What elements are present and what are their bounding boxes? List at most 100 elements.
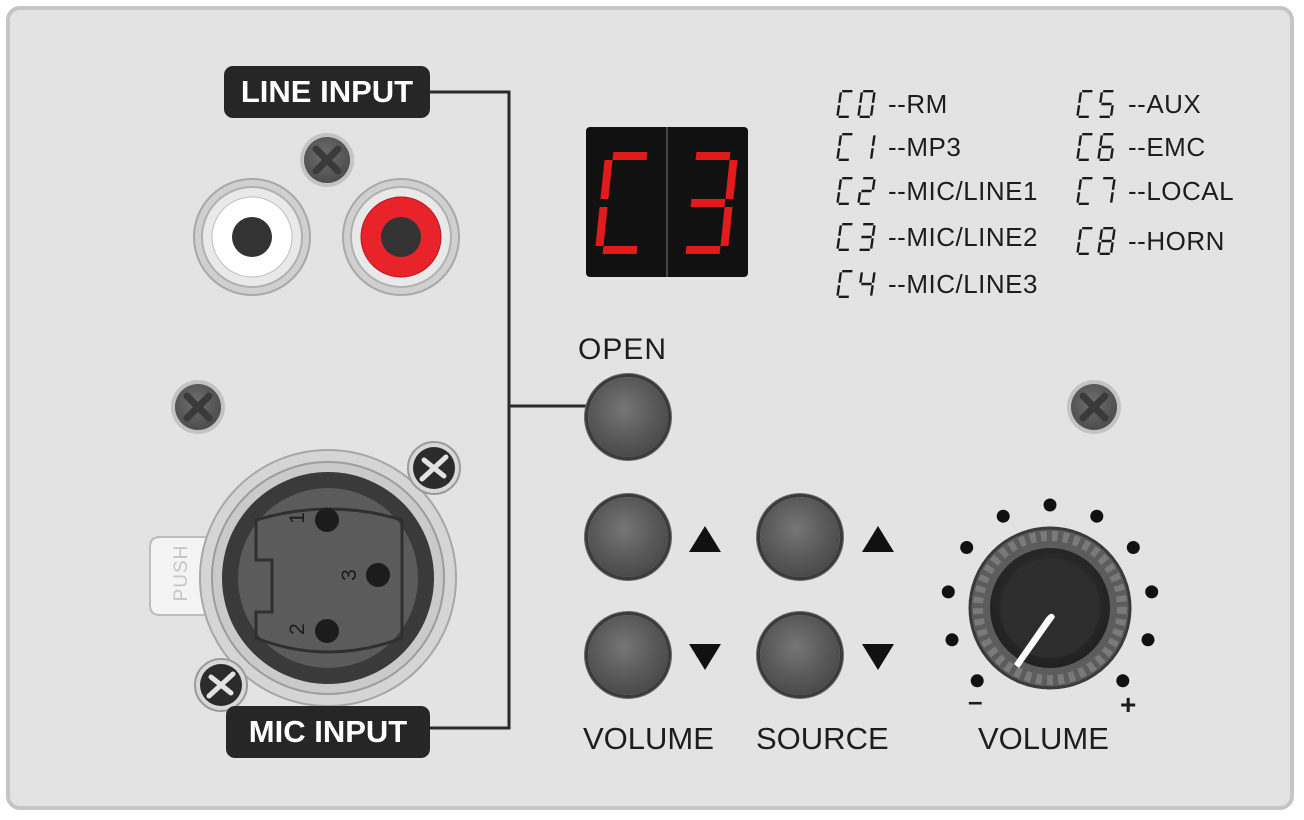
segment bbox=[600, 160, 613, 199]
segment bbox=[1082, 90, 1093, 93]
segment bbox=[690, 199, 726, 207]
segment bbox=[1109, 192, 1114, 203]
segment bbox=[859, 115, 870, 118]
mic-input-tag: MIC INPUT bbox=[226, 706, 430, 758]
segment bbox=[1111, 179, 1116, 190]
xlr-push-latch[interactable] bbox=[149, 536, 211, 616]
segment bbox=[863, 90, 874, 93]
legend-code-c6-d bbox=[1097, 133, 1114, 162]
legend-item-c4: --MIC/LINE3 bbox=[888, 266, 1038, 302]
segment bbox=[842, 133, 853, 136]
segment bbox=[838, 115, 849, 118]
legend-text: --EMC bbox=[1128, 131, 1206, 162]
rca-right-jack[interactable] bbox=[342, 178, 460, 296]
rca-left-jack[interactable] bbox=[193, 178, 311, 296]
segment bbox=[1078, 179, 1083, 190]
segment bbox=[857, 105, 862, 116]
volume-buttons-label: VOLUME bbox=[583, 721, 714, 756]
source-up-button[interactable] bbox=[760, 497, 840, 577]
legend-item-c8: --HORN bbox=[1128, 223, 1225, 259]
segment bbox=[1103, 90, 1114, 93]
signal-line bbox=[428, 90, 511, 730]
segment bbox=[1099, 92, 1104, 103]
segment bbox=[1099, 229, 1104, 240]
knob-scale-dot bbox=[941, 585, 955, 599]
segment bbox=[1109, 148, 1114, 159]
legend-code-c5-d bbox=[1099, 90, 1114, 118]
open-label: OPEN bbox=[578, 333, 668, 366]
segment bbox=[838, 92, 843, 103]
volume-knob[interactable] bbox=[968, 526, 1132, 690]
segment bbox=[1078, 135, 1083, 146]
knob-scale-dots bbox=[941, 498, 1159, 688]
screw-left-icon bbox=[171, 380, 225, 434]
segment bbox=[1097, 242, 1102, 253]
knob-scale-dot bbox=[996, 509, 1010, 523]
knob-scale-dot bbox=[970, 674, 984, 688]
legend-code-c0-d bbox=[857, 90, 876, 118]
legend-code-c2-c bbox=[836, 177, 853, 206]
segment bbox=[1111, 229, 1116, 240]
display-digit-2 bbox=[685, 152, 738, 254]
knob-scale-dot bbox=[945, 633, 959, 647]
segment bbox=[602, 246, 638, 254]
legend-item-c3: --MIC/LINE2 bbox=[888, 219, 1038, 255]
segment bbox=[838, 179, 843, 190]
segment bbox=[838, 225, 843, 236]
segment bbox=[842, 90, 853, 93]
segment bbox=[838, 202, 849, 206]
legend-item-c2: --MIC/LINE1 bbox=[888, 173, 1038, 209]
knob-max-label: + bbox=[1120, 689, 1137, 720]
segment bbox=[685, 246, 721, 254]
segment bbox=[695, 152, 731, 160]
open-button[interactable] bbox=[588, 377, 668, 457]
segment bbox=[871, 272, 876, 283]
legend-code-c7-c bbox=[1076, 177, 1093, 206]
xlr-mic-jack[interactable] bbox=[199, 449, 457, 707]
legend-text: --MIC/LINE2 bbox=[888, 221, 1038, 252]
legend-code-c5-c bbox=[1076, 90, 1093, 118]
segment bbox=[1076, 192, 1081, 203]
segment bbox=[838, 158, 849, 162]
legend-text: --AUX bbox=[1128, 88, 1202, 119]
segment bbox=[1109, 242, 1114, 253]
legend-code-c3-d bbox=[859, 223, 876, 252]
segment bbox=[612, 152, 648, 160]
xlr-pin2-label: 2 bbox=[285, 623, 309, 635]
segment bbox=[838, 272, 843, 283]
segment bbox=[871, 135, 876, 146]
knob-scale-dot bbox=[1141, 633, 1155, 647]
segment bbox=[836, 285, 841, 296]
segment bbox=[725, 160, 738, 199]
segment bbox=[1101, 239, 1112, 243]
segment bbox=[1099, 252, 1110, 256]
seven-segment-display bbox=[586, 127, 748, 277]
source-down-button[interactable] bbox=[760, 615, 840, 695]
segment bbox=[838, 295, 849, 299]
segment bbox=[1082, 227, 1093, 230]
segment bbox=[1099, 135, 1104, 146]
segment bbox=[859, 202, 870, 206]
volume-down-button[interactable] bbox=[588, 615, 668, 695]
legend-code-c1-c bbox=[836, 133, 853, 162]
display-digit-1 bbox=[595, 152, 648, 254]
segment bbox=[869, 238, 874, 249]
legend-code-c4-d bbox=[859, 272, 876, 296]
source-down-arrow-icon bbox=[862, 644, 894, 670]
source-buttons-label: SOURCE bbox=[756, 721, 889, 756]
xlr-screw-bottom-icon bbox=[194, 658, 248, 712]
segment bbox=[842, 177, 853, 180]
segment bbox=[1078, 92, 1083, 103]
volume-up-button[interactable] bbox=[588, 497, 668, 577]
knob-scale-dot bbox=[1126, 541, 1140, 554]
segment bbox=[842, 270, 853, 273]
volume-up-arrow-icon bbox=[689, 526, 721, 552]
legend-item-c5: --AUX bbox=[1128, 86, 1201, 122]
segment bbox=[1103, 177, 1114, 180]
legend-item-c7: --LOCAL bbox=[1128, 173, 1234, 209]
segment bbox=[1099, 115, 1110, 118]
segment bbox=[871, 225, 876, 236]
segment bbox=[869, 148, 874, 159]
legend-item-c0: --RM bbox=[888, 86, 948, 122]
